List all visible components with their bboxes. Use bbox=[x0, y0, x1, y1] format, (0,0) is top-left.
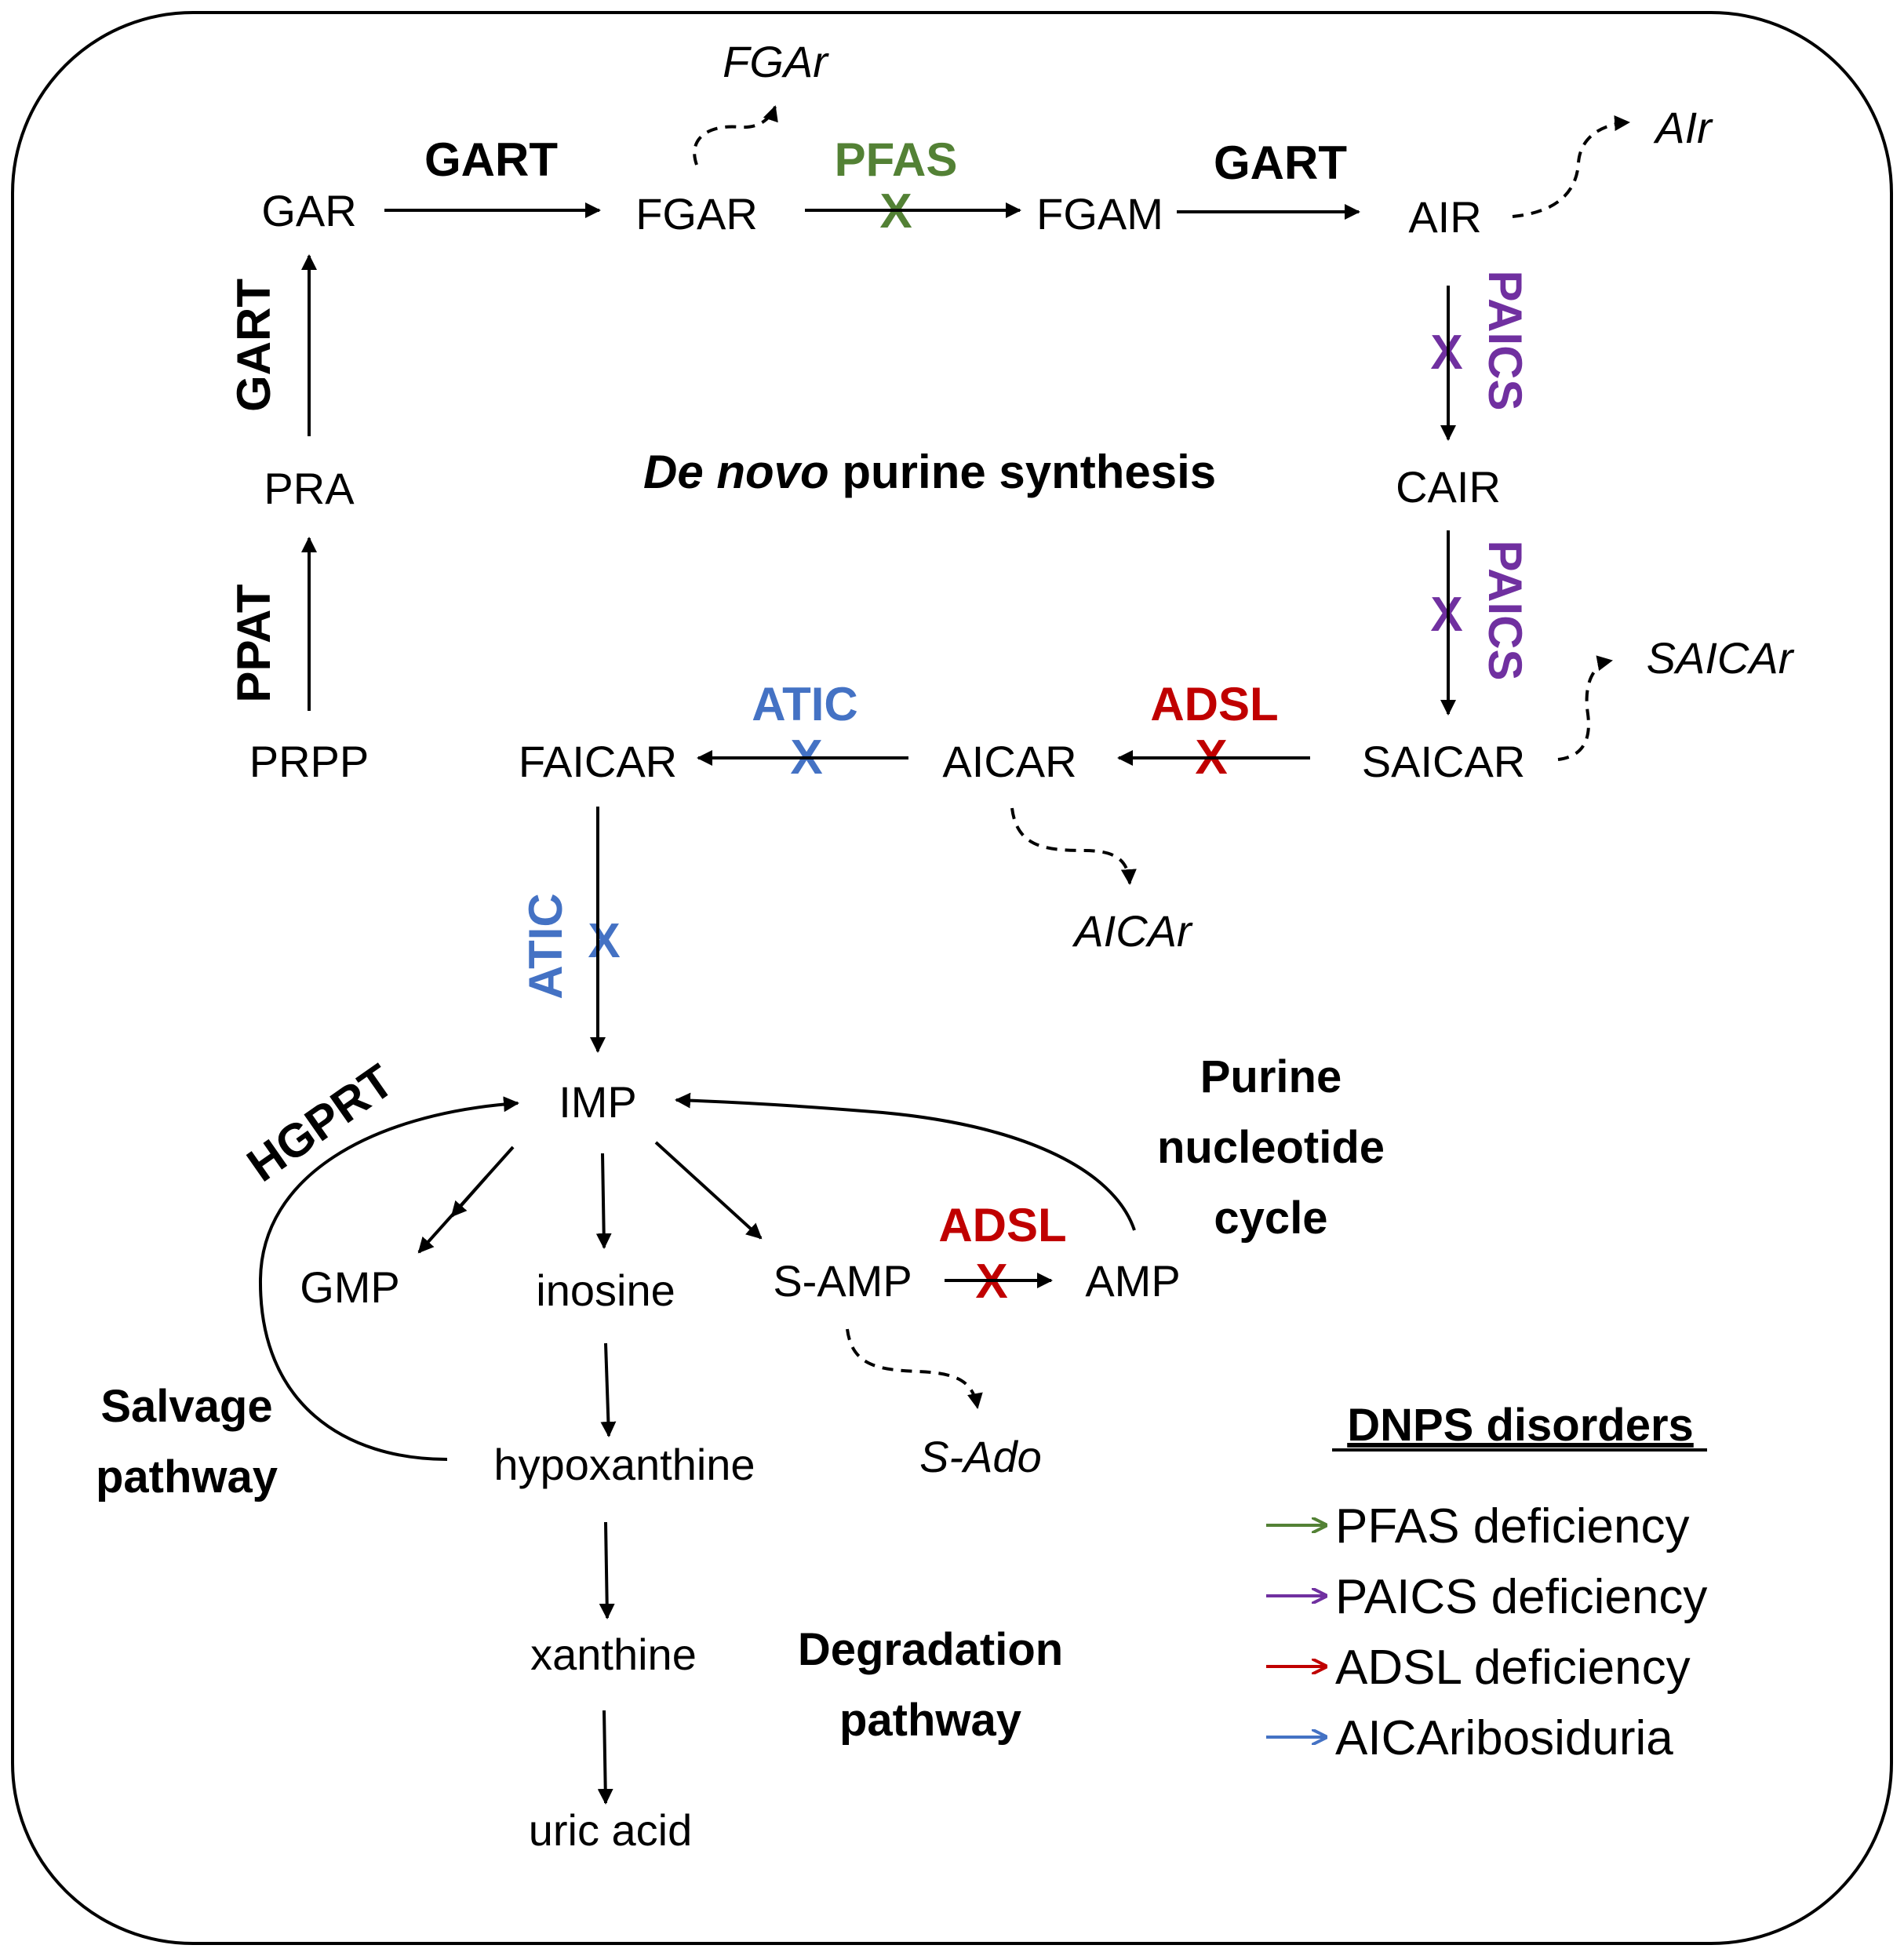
metabolite-fgar: FGAR bbox=[635, 189, 758, 239]
legend-item-aicaribosiduria: AICAribosiduria bbox=[1266, 1711, 1673, 1765]
salvage-title-line2: pathway bbox=[96, 1452, 278, 1503]
dnps-title-rest: purine synthesis bbox=[829, 446, 1216, 498]
metabolite-faicar: FAICAR bbox=[519, 737, 677, 786]
arrow-imp-to-s-amp bbox=[654, 1141, 763, 1240]
arrow-hypoxanthine-to-xanthine bbox=[599, 1521, 615, 1619]
enzyme-paics-1: PAICS bbox=[1479, 271, 1531, 411]
enzyme-paics-2: PAICS bbox=[1479, 541, 1531, 681]
metabolite-xanthine: xanthine bbox=[530, 1630, 697, 1679]
enzyme-gart-2: GART bbox=[1214, 137, 1347, 189]
dashed-arrow-saicar-byproduct bbox=[1557, 655, 1613, 761]
legend-label-adsl: ADSL deficiency bbox=[1335, 1641, 1691, 1695]
arrow-xanthine-to-uric-acid bbox=[597, 1710, 613, 1805]
dnps-title-italic: De novo bbox=[643, 446, 829, 498]
arrow-salvage-hypoxanthine-to-imp bbox=[258, 1096, 519, 1461]
metabolite-hypoxanthine: hypoxanthine bbox=[493, 1440, 755, 1489]
legend-item-pfas: PFAS deficiency bbox=[1266, 1499, 1689, 1554]
arrow-imp-to-gmp-tick bbox=[450, 1175, 488, 1218]
enzyme-adsl-2: ADSL bbox=[938, 1199, 1066, 1251]
byproduct-s-ado: S-Ado bbox=[919, 1432, 1042, 1481]
dashed-arrow-fgar-byproduct bbox=[693, 105, 778, 166]
enzyme-pfas: PFAS bbox=[835, 133, 958, 186]
byproduct-saicar: SAICAr bbox=[1647, 633, 1795, 683]
metabolite-amp: AMP bbox=[1085, 1256, 1180, 1306]
block-mark-atic-2: X bbox=[588, 914, 620, 968]
salvage-title-line1: Salvage bbox=[100, 1381, 272, 1432]
byproduct-air: AIr bbox=[1653, 103, 1713, 152]
legend-title: DNPS disorders bbox=[1347, 1400, 1694, 1451]
byproduct-fgar: FGAr bbox=[723, 37, 829, 86]
arrow-inosine-to-hypoxanthine bbox=[600, 1342, 617, 1437]
arrow-imp-to-inosine bbox=[595, 1153, 612, 1249]
metabolite-gar: GAR bbox=[261, 186, 356, 235]
legend-label-paics: PAICS deficiency bbox=[1335, 1570, 1707, 1624]
degradation-title-line2: pathway bbox=[839, 1695, 1021, 1746]
legend-label-aicaribosiduria: AICAribosiduria bbox=[1335, 1711, 1673, 1765]
dashed-arrow-aicar-byproduct bbox=[1010, 807, 1137, 885]
enzyme-gart-1: GART bbox=[424, 133, 558, 186]
enzyme-ppat: PPAT bbox=[228, 584, 280, 702]
dnps-title: De novo purine synthesis bbox=[643, 446, 1216, 498]
enzyme-atic-1: ATIC bbox=[752, 678, 858, 730]
pnc-title-line1: Purine bbox=[1200, 1051, 1342, 1102]
enzyme-atic-2: ATIC bbox=[519, 893, 572, 1000]
metabolite-inosine: inosine bbox=[536, 1266, 675, 1315]
metabolite-prpp: PRPP bbox=[249, 737, 370, 786]
metabolite-gmp: GMP bbox=[300, 1262, 400, 1312]
enzyme-adsl-1: ADSL bbox=[1150, 678, 1278, 730]
enzyme-hgprt: HGPRT bbox=[238, 1054, 402, 1192]
metabolite-imp: IMP bbox=[559, 1077, 637, 1127]
metabolite-fgam: FGAM bbox=[1036, 189, 1163, 239]
dashed-arrow-s-amp-byproduct bbox=[846, 1328, 983, 1409]
legend-item-paics: PAICS deficiency bbox=[1266, 1570, 1707, 1624]
metabolite-cair: CAIR bbox=[1396, 462, 1501, 512]
metabolite-saicar: SAICAR bbox=[1362, 737, 1526, 786]
legend-item-adsl: ADSL deficiency bbox=[1266, 1641, 1691, 1695]
metabolite-s-amp: S-AMP bbox=[773, 1256, 912, 1306]
enzyme-gart-left: GART bbox=[228, 279, 280, 412]
degradation-title-line1: Degradation bbox=[798, 1624, 1063, 1675]
dashed-arrow-air-byproduct bbox=[1512, 115, 1630, 218]
pnc-title-line3: cycle bbox=[1214, 1193, 1327, 1244]
metabolite-pra: PRA bbox=[264, 464, 355, 513]
pnc-title-line2: nucleotide bbox=[1157, 1122, 1385, 1173]
metabolite-uric-acid: uric acid bbox=[529, 1805, 693, 1855]
metabolite-air: AIR bbox=[1408, 192, 1481, 242]
metabolite-aicar: AICAR bbox=[942, 737, 1076, 786]
legend-label-pfas: PFAS deficiency bbox=[1335, 1499, 1689, 1554]
arrow-amp-to-imp bbox=[675, 1092, 1136, 1231]
diagram-frame bbox=[11, 11, 1893, 1945]
byproduct-aicar: AICAr bbox=[1072, 906, 1193, 956]
